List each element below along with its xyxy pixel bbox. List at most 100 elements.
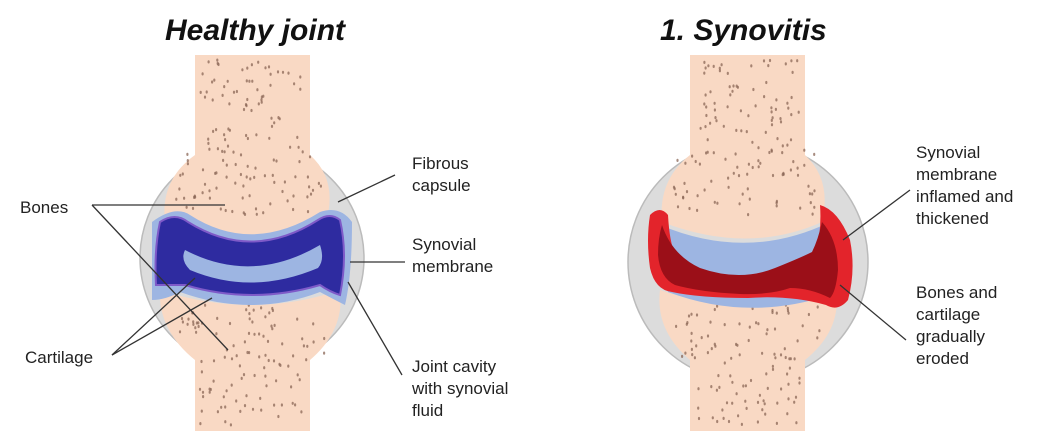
bone-speckle (248, 80, 250, 83)
bone-speckle (245, 308, 247, 311)
bone-speckle (770, 106, 772, 109)
bone-speckle (270, 73, 272, 76)
bone-speckle (268, 137, 270, 140)
label-membrane-inflamed-line-2: membrane (916, 165, 997, 184)
bone-speckle (714, 108, 716, 111)
bone-speckle (704, 125, 706, 128)
bone-speckle (717, 374, 719, 377)
bone-speckle (787, 107, 789, 110)
bone-speckle (299, 75, 301, 78)
bone-speckle (746, 173, 748, 176)
bone-speckle (187, 318, 189, 321)
bone-speckle (246, 67, 248, 70)
bone-speckle (686, 323, 688, 326)
bone-speckle (245, 394, 247, 397)
bone-speckle (224, 420, 226, 423)
bone-speckle (774, 327, 776, 330)
bone-speckle (749, 326, 751, 329)
bone-speckle (253, 309, 255, 312)
bone-speckle (202, 168, 204, 171)
bone-speckle (782, 172, 784, 175)
bone-speckle (224, 405, 226, 408)
bone-speckle (194, 195, 196, 198)
bone-speckle (273, 181, 275, 184)
bone-speckle (703, 102, 705, 105)
bone-speckle (298, 146, 300, 149)
bone-speckle (248, 351, 250, 354)
bone-speckle (808, 313, 810, 316)
bone-speckle (790, 59, 792, 62)
bone-speckle (765, 372, 767, 375)
bone-speckle (178, 187, 180, 190)
label-bones-eroded-line-3: gradually (916, 327, 985, 346)
bone-speckle (198, 325, 200, 328)
synovitis-panel-title: 1. Synovitis (660, 14, 827, 47)
bone-speckle (299, 378, 301, 381)
bone-speckle (771, 110, 773, 113)
bone-speckle (250, 109, 252, 112)
bone-speckle (255, 133, 257, 136)
bone-speckle (208, 189, 210, 192)
bone-speckle (273, 158, 275, 161)
bone-speckle (301, 337, 303, 340)
bone-speckle (228, 102, 230, 105)
bone-speckle (273, 121, 275, 124)
bone-speckle (697, 387, 699, 390)
bone-speckle (241, 377, 243, 380)
bone-speckle (681, 355, 683, 358)
bone-speckle (275, 159, 277, 162)
bone-speckle (227, 80, 229, 83)
bone-speckle (216, 59, 218, 62)
bone-speckle (721, 408, 723, 411)
label-joint-cavity-line-2: with synovial (411, 379, 508, 398)
bone-speckle (716, 202, 718, 205)
bone-speckle (705, 93, 707, 96)
bone-speckle (677, 205, 679, 208)
bone-speckle (812, 213, 814, 216)
bone-speckle (767, 64, 769, 67)
bone-speckle (261, 101, 263, 104)
bone-speckle (256, 213, 258, 216)
bone-speckle (684, 162, 686, 165)
bone-speckle (715, 119, 717, 122)
bone-speckle (790, 138, 792, 141)
bone-speckle (182, 172, 184, 175)
bone-speckle (292, 354, 294, 357)
bone-speckle (254, 167, 256, 170)
bone-speckle (245, 134, 247, 137)
bone-speckle (241, 68, 243, 71)
bone-speckle (705, 114, 707, 117)
bone-speckle (705, 105, 707, 108)
bone-speckle (269, 202, 271, 205)
bone-speckle (201, 410, 203, 413)
bone-speckle (227, 127, 229, 130)
bone-speckle (764, 413, 766, 416)
bone-speckle (263, 366, 265, 369)
bone-speckle (795, 421, 797, 424)
bone-speckle (673, 186, 675, 189)
bone-speckle (323, 352, 325, 355)
healthy-panel-title: Healthy joint (165, 14, 347, 47)
bone-speckle (271, 125, 273, 128)
bone-speckle (306, 345, 308, 348)
bone-speckle (736, 166, 738, 169)
bone-speckle (268, 359, 270, 362)
bone-speckle (199, 422, 201, 425)
bone-speckle (730, 357, 732, 360)
bone-speckle (183, 197, 185, 200)
bone-speckle (728, 420, 730, 423)
bone-speckle (785, 62, 787, 65)
bone-speckle (738, 322, 740, 325)
bone-speckle (741, 423, 743, 426)
bone-speckle (187, 323, 189, 326)
bone-speckle (303, 344, 305, 347)
bone-speckle (207, 142, 209, 145)
bone-speckle (222, 159, 224, 162)
bone-speckle (242, 196, 244, 199)
bone-speckle (696, 313, 698, 316)
bone-speckle (268, 65, 270, 68)
bone-speckle (202, 72, 204, 75)
bone-speckle (688, 314, 690, 317)
bone-speckle (309, 155, 311, 158)
bone-speckle (217, 410, 219, 413)
